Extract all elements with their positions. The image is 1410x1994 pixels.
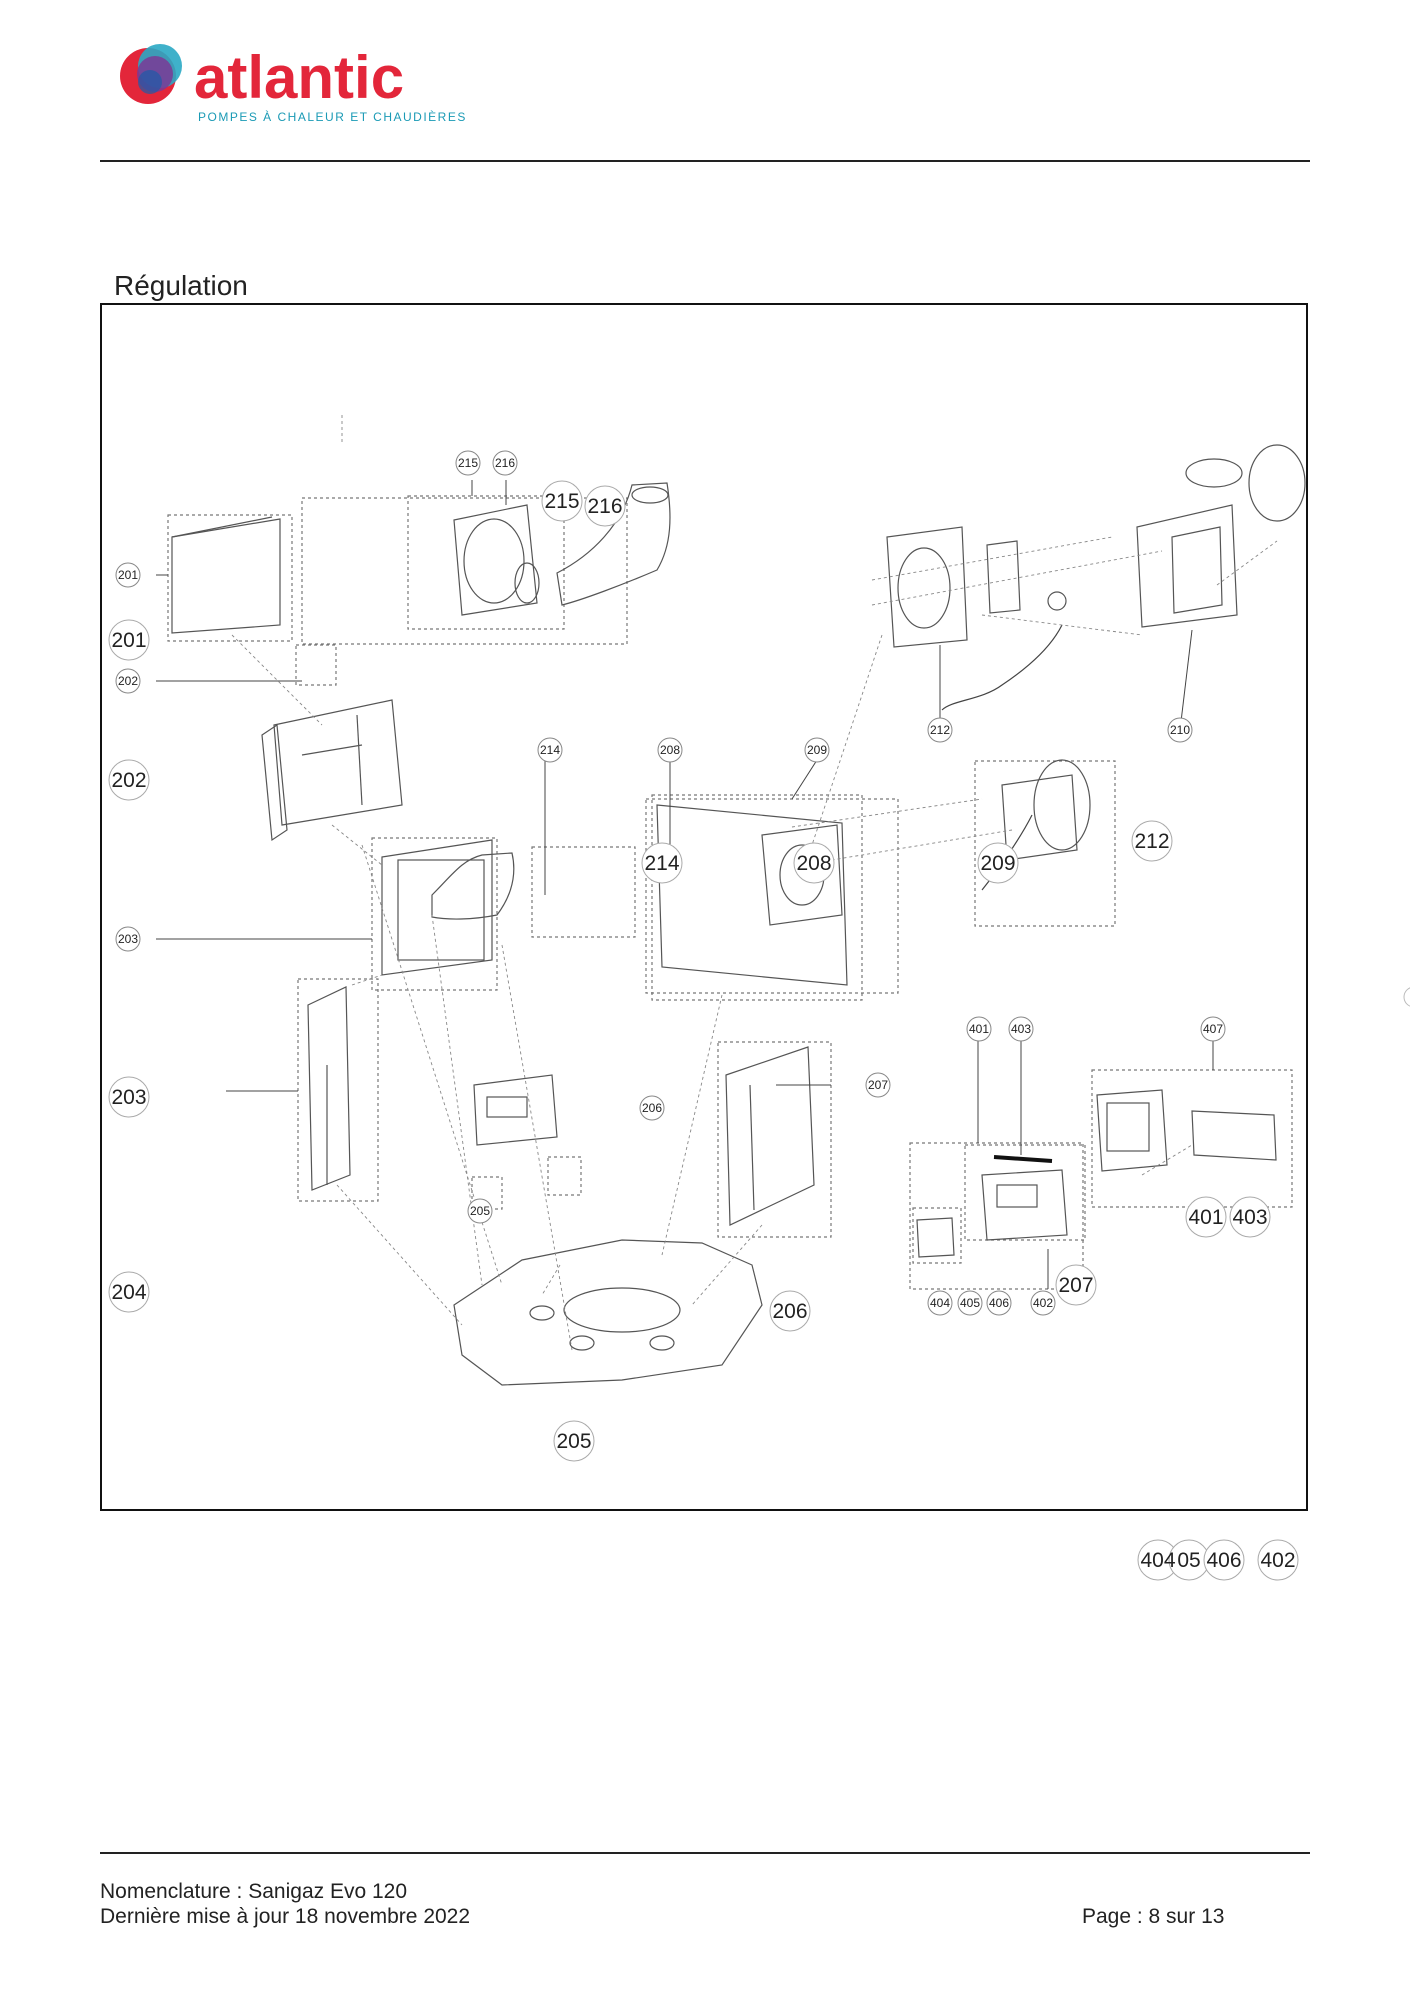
brand-name: atlantic [194,44,404,111]
part-212-flange [886,526,968,648]
callout-s-205: 205 [470,1204,490,1218]
callout-l-401: 401 [1188,1206,1223,1229]
callout-s-406: 406 [989,1296,1009,1310]
callout-s-401: 401 [969,1022,989,1036]
callout-s-212: 212 [930,723,950,737]
exploded-diagram: 215 216 201 202 203 214 208 209 212 210 … [108,415,1306,1462]
atlantic-logo: atlantic POMPES À CHALEUR ET CHAUDIÈRES [120,44,467,124]
callout-l-201: 201 [111,629,146,652]
callout-s-403: 403 [1011,1022,1031,1036]
callout-l-207: 207 [1058,1274,1093,1297]
callout-s-407: 407 [1203,1022,1223,1036]
part-403-rail [993,1155,1053,1163]
callout-s-405: 405 [960,1296,980,1310]
small-callouts [115,450,1226,1316]
callout-l-214: 214 [644,852,679,875]
callout-s-206: 206 [642,1101,662,1115]
clipped-callout-edge [1403,987,1410,1007]
callout-leaders [156,480,1214,1289]
callout-s-210: 210 [1170,723,1190,737]
callout-l-212: 212 [1134,830,1169,853]
part-207-bracket [725,1046,815,1226]
large-callouts [108,480,1271,1462]
callout-l-215: 215 [544,490,579,513]
part-209-fan-small [1001,759,1091,861]
callout-s-201: 201 [118,568,138,582]
header-rule [100,160,1310,162]
callout-l-204: 204 [111,1281,146,1304]
callout-l-403: 403 [1232,1206,1267,1229]
part-401-403 [1096,1089,1277,1172]
part-210-fan [1136,444,1306,628]
outer-callout-05: 05 [1177,1549,1200,1572]
part-215-gasket [453,504,538,616]
callout-s-402: 402 [1033,1296,1053,1310]
diagram-frame: 215 216 201 202 203 214 208 209 212 210 … [100,303,1308,1511]
large-callout-labels: 215 216 201 202 203 204 214 208 209 212 … [111,490,1267,1453]
callout-s-202: 202 [118,674,138,688]
callout-l-203: 203 [111,1086,146,1109]
callout-l-209: 209 [980,852,1015,875]
outer-callout-404: 404 [1140,1549,1175,1572]
callout-s-209: 209 [807,743,827,757]
part-203-side-panel [307,986,351,1191]
group-boxes [167,495,1293,1290]
part-214-duct [431,852,515,920]
display-module [473,1074,558,1146]
cable [941,624,1063,711]
callout-s-207: 207 [868,1078,888,1092]
brand-tagline: POMPES À CHALEUR ET CHAUDIÈRES [198,109,467,124]
callout-s-216: 216 [495,456,515,470]
callout-s-208: 208 [660,743,680,757]
callout-l-202: 202 [111,769,146,792]
callout-l-216: 216 [587,495,622,518]
page-number: Page : 8 sur 13 [1082,1905,1225,1928]
outer-callouts: 404 05 406 402 [1137,1539,1299,1581]
footer-updated: Dernière mise à jour 18 novembre 2022 [100,1905,471,1928]
outer-callout-406: 406 [1206,1549,1241,1572]
part-402-display [981,1169,1068,1241]
pressostat [986,540,1067,614]
part-209-panel [656,804,848,986]
outer-callout-402: 402 [1260,1549,1295,1572]
part-404-board [916,1217,955,1258]
section-title: Régulation [114,270,248,301]
part-216-duct [514,482,671,606]
footer-rule [100,1852,1310,1854]
part-202-box [261,699,403,842]
callout-s-214: 214 [540,743,560,757]
part-204-base [453,1239,763,1386]
callout-l-206: 206 [772,1300,807,1323]
part-201-panel [171,516,281,634]
footer-nomenclature: Nomenclature : Sanigaz Evo 120 [100,1880,408,1903]
callout-l-208: 208 [796,852,831,875]
callout-s-203: 203 [118,932,138,946]
small-callout-labels: 215 216 201 202 203 214 208 209 212 210 … [118,456,1223,1310]
logo-circle-blue [138,70,162,94]
callout-s-404: 404 [930,1296,950,1310]
callout-l-205: 205 [556,1430,591,1453]
callout-s-215: 215 [458,456,478,470]
part-203-door [381,839,493,976]
